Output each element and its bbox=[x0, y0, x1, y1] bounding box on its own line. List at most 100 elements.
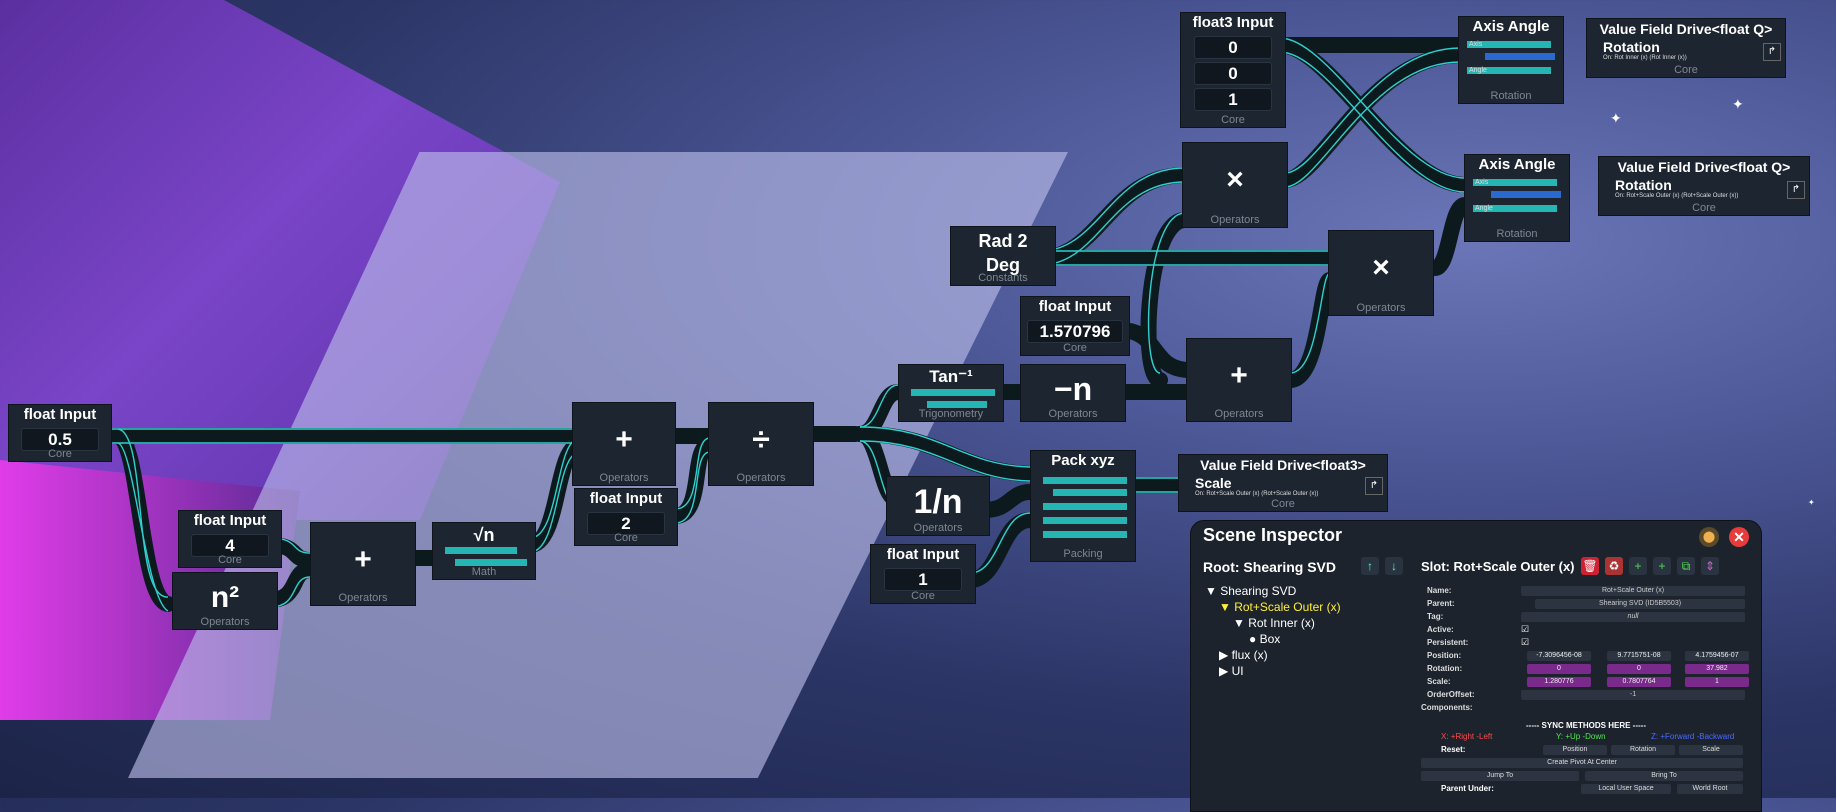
persistent-checkbox[interactable]: ☑ bbox=[1521, 637, 1530, 647]
multiply-node-2[interactable]: × Operators bbox=[1328, 230, 1434, 316]
axis-y-hint: Y: +Up -Down bbox=[1556, 732, 1606, 741]
scale-x-field[interactable]: 1.280776 bbox=[1527, 677, 1591, 687]
move-up-icon[interactable]: ↑ bbox=[1361, 557, 1379, 575]
rad-2-deg-node[interactable]: Rad 2 Deg Constants bbox=[950, 226, 1056, 286]
multiply-node-1[interactable]: × Operators bbox=[1182, 142, 1288, 228]
order-offset-field[interactable]: -1 bbox=[1521, 690, 1745, 700]
value-field[interactable]: 1.570796 bbox=[1027, 320, 1123, 343]
float-input-node-b[interactable]: float Input 4 Core bbox=[178, 510, 282, 568]
negate-node[interactable]: −n Operators bbox=[1020, 364, 1126, 422]
bring-to-button[interactable]: Bring To bbox=[1585, 771, 1743, 781]
value-field[interactable]: 1 bbox=[884, 568, 962, 591]
add-node-3[interactable]: + Operators bbox=[1186, 338, 1292, 422]
node-category: Operators bbox=[913, 522, 963, 534]
close-icon[interactable]: ✕ bbox=[1729, 527, 1749, 547]
scale-z-field[interactable]: 1 bbox=[1685, 677, 1749, 687]
value-field-x[interactable]: 0 bbox=[1194, 36, 1272, 59]
reset-rotation-button[interactable]: Rotation bbox=[1611, 745, 1675, 755]
node-title: float Input bbox=[193, 512, 267, 529]
reciprocal-node[interactable]: 1/n Operators bbox=[886, 476, 990, 536]
pack-xyz-node[interactable]: Pack xyz Packing bbox=[1030, 450, 1136, 562]
axis-angle-node-1[interactable]: Axis Angle Axis Angle Rotation bbox=[1458, 16, 1564, 104]
delete-icon[interactable]: 🗑 bbox=[1581, 557, 1599, 575]
tan-inverse-node[interactable]: Tan⁻¹ Trigonometry bbox=[898, 364, 1004, 422]
port-label: Angle bbox=[1475, 205, 1493, 212]
tree-item-rot-scale-outer[interactable]: ▼ Rot+Scale Outer (x) bbox=[1219, 600, 1341, 614]
value-field-y[interactable]: 0 bbox=[1194, 62, 1272, 85]
pin-icon[interactable]: ⬤ bbox=[1699, 527, 1719, 547]
tree-item-flux[interactable]: ▶ flux (x) bbox=[1219, 648, 1268, 662]
node-title: Axis Angle bbox=[1472, 18, 1550, 35]
rotation-x-field[interactable]: 0 bbox=[1527, 664, 1591, 674]
add-node-2[interactable]: + Operators bbox=[572, 402, 676, 486]
rotation-y-field[interactable]: 0 bbox=[1607, 664, 1671, 674]
float-input-node-e[interactable]: float Input 1.570796 Core bbox=[1020, 296, 1130, 356]
active-checkbox[interactable]: ☑ bbox=[1521, 624, 1530, 634]
drive-target: On: Rot+Scale Outer (x) (Rot+Scale Outer… bbox=[1615, 193, 1739, 199]
add-node-1[interactable]: + Operators bbox=[310, 522, 416, 606]
tree-item-box[interactable]: ● Box bbox=[1249, 632, 1281, 646]
port-label: Angle bbox=[1469, 67, 1487, 74]
create-pivot-button[interactable]: Create Pivot At Center bbox=[1421, 758, 1743, 768]
divide-node[interactable]: ÷ Operators bbox=[708, 402, 814, 486]
tree-item-ui[interactable]: ▶ UI bbox=[1219, 664, 1244, 678]
node-symbol: n² bbox=[210, 581, 240, 614]
open-target-icon[interactable]: ↱ bbox=[1763, 43, 1781, 61]
float-input-node-c[interactable]: float Input 2 Core bbox=[574, 488, 678, 546]
drive-target: On: Rot Inner (x) (Rot Inner (x)) bbox=[1603, 55, 1687, 61]
center-icon[interactable]: ⇕ bbox=[1701, 557, 1719, 575]
move-down-icon[interactable]: ↓ bbox=[1385, 557, 1403, 575]
value-field-drive-rotation-node-2[interactable]: Value Field Drive<float Q> Rotation On: … bbox=[1598, 156, 1810, 216]
hierarchy-tree: ▼ Shearing SVD ▼ Rot+Scale Outer (x) ▼ R… bbox=[1205, 583, 1341, 679]
reset-scale-button[interactable]: Scale bbox=[1679, 745, 1743, 755]
node-title: Pack xyz bbox=[1051, 452, 1115, 469]
float-input-node-a[interactable]: float Input 0.5 Core bbox=[8, 404, 112, 462]
node-category: Operators bbox=[599, 472, 649, 484]
node-category: Core bbox=[1692, 202, 1716, 214]
node-title: Axis Angle bbox=[1478, 156, 1556, 173]
destroy-preserving-icon[interactable]: ♻ bbox=[1605, 557, 1623, 575]
add-child-icon[interactable]: + bbox=[1653, 557, 1671, 575]
open-target-icon[interactable]: ↱ bbox=[1365, 477, 1383, 495]
float-input-node-d[interactable]: float Input 1 Core bbox=[870, 544, 976, 604]
node-symbol: √n bbox=[473, 525, 495, 545]
position-x-field[interactable]: -7.3096456-08 bbox=[1527, 651, 1591, 661]
jump-to-button[interactable]: Jump To bbox=[1421, 771, 1579, 781]
name-label: Name: bbox=[1427, 586, 1452, 595]
tree-item-shearing-svd[interactable]: ▼ Shearing SVD bbox=[1205, 584, 1297, 598]
value-field[interactable]: 2 bbox=[587, 512, 665, 535]
parent-field[interactable]: Shearing SVD (ID5B5503) bbox=[1535, 599, 1745, 609]
name-field[interactable]: Rot+Scale Outer (x) bbox=[1521, 586, 1745, 596]
node-title: Value Field Drive<float3> bbox=[1200, 457, 1366, 473]
node-symbol: Tan⁻¹ bbox=[929, 367, 973, 386]
tag-field[interactable]: null bbox=[1521, 612, 1745, 622]
position-label: Position: bbox=[1427, 651, 1462, 660]
value-field[interactable]: 4 bbox=[191, 534, 269, 557]
square-node[interactable]: n² Operators bbox=[172, 572, 278, 630]
value-field-z[interactable]: 1 bbox=[1194, 88, 1272, 111]
value-field[interactable]: 0.5 bbox=[21, 428, 99, 451]
rotation-z-field[interactable]: 37.982 bbox=[1685, 664, 1749, 674]
drive-field-label: Rotation bbox=[1603, 39, 1660, 55]
float3-input-node[interactable]: float3 Input 0 0 1 Core bbox=[1180, 12, 1286, 128]
position-z-field[interactable]: 4.1759456-07 bbox=[1685, 651, 1749, 661]
insert-parent-icon[interactable]: + bbox=[1629, 557, 1647, 575]
world-root-button[interactable]: World Root bbox=[1677, 784, 1743, 794]
scene-inspector-panel: Scene Inspector ⬤ ✕ Root: Shearing SVD ↑… bbox=[1190, 520, 1762, 812]
sqrt-node[interactable]: √n Math bbox=[432, 522, 536, 580]
position-y-field[interactable]: 9.7715751-08 bbox=[1607, 651, 1671, 661]
tree-item-rot-inner[interactable]: ▼ Rot Inner (x) bbox=[1233, 616, 1315, 630]
reset-position-button[interactable]: Position bbox=[1543, 745, 1607, 755]
node-symbol: ÷ bbox=[752, 421, 770, 457]
node-symbol: + bbox=[354, 543, 372, 576]
open-target-icon[interactable]: ↱ bbox=[1787, 181, 1805, 199]
node-category: Trigonometry bbox=[918, 408, 984, 420]
value-field-drive-scale-node[interactable]: Value Field Drive<float3> Scale On: Rot+… bbox=[1178, 454, 1388, 512]
value-field-drive-rotation-node-1[interactable]: Value Field Drive<float Q> Rotation On: … bbox=[1586, 18, 1786, 78]
duplicate-icon[interactable]: ⧉ bbox=[1677, 557, 1695, 575]
node-category: Operators bbox=[1214, 408, 1264, 420]
axis-angle-node-2[interactable]: Axis Angle Axis Angle Rotation bbox=[1464, 154, 1570, 242]
scale-label: Scale: bbox=[1427, 677, 1451, 686]
scale-y-field[interactable]: 0.7807764 bbox=[1607, 677, 1671, 687]
local-user-space-button[interactable]: Local User Space bbox=[1581, 784, 1671, 794]
